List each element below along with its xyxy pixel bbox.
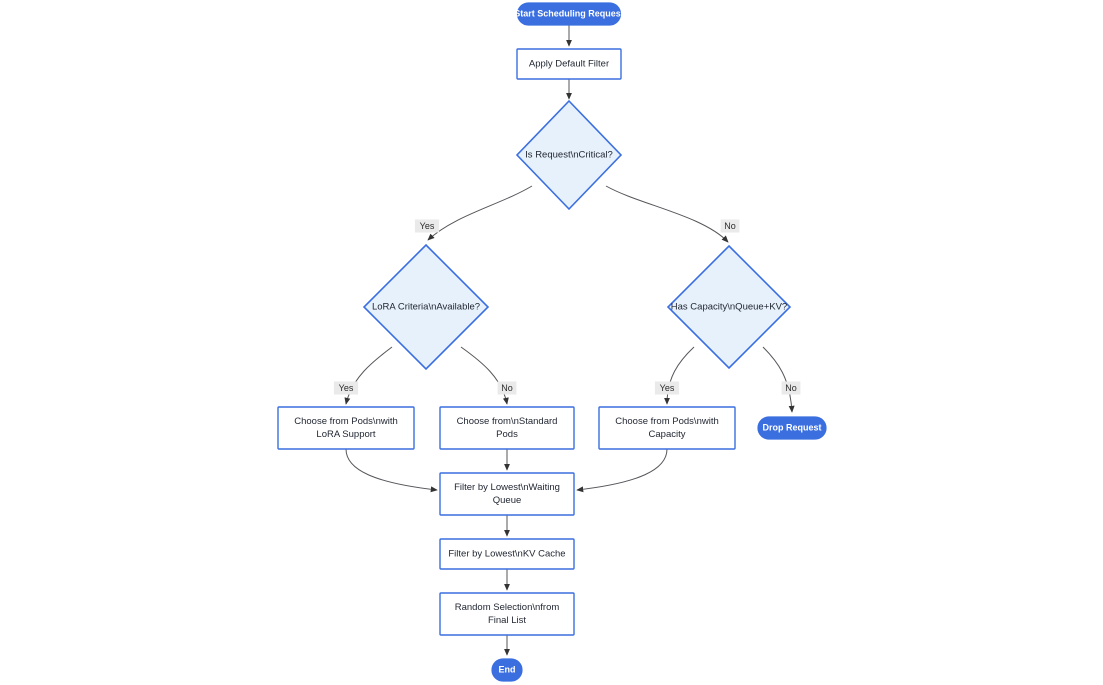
node-shape-rect[interactable] xyxy=(598,406,736,450)
edge-label-has_capacity-yes: Yes xyxy=(654,381,680,395)
node-shape-rect[interactable] xyxy=(516,48,622,80)
node-label-choose_standard_pods: Pods xyxy=(496,429,518,440)
edge-lora_criteria_available-to-choose_standard_pods xyxy=(460,346,509,405)
node-label-has_capacity: Has Capacity\nQueue+KV? xyxy=(671,302,787,313)
node-start[interactable]: Start Scheduling Request xyxy=(514,2,624,26)
node-label-choose_capacity_pods: Capacity xyxy=(649,429,686,440)
edge-label-background xyxy=(333,381,359,395)
node-drop_request[interactable]: Drop Request xyxy=(757,416,827,440)
node-label-lora_criteria_available: LoRA Criteria\nAvailable? xyxy=(372,302,480,313)
edge-label-text: Yes xyxy=(339,383,354,393)
node-lora_criteria_available[interactable]: LoRA Criteria\nAvailable? xyxy=(362,243,490,371)
node-shape-rect[interactable] xyxy=(439,592,575,636)
node-shape-diamond[interactable] xyxy=(666,244,792,370)
node-label-drop_request: Drop Request xyxy=(762,422,821,432)
edge-choose_lora_pods-to-filter_waiting_queue xyxy=(345,448,438,493)
node-apply_default_filter[interactable]: Apply Default Filter xyxy=(516,48,622,80)
node-filter_kv_cache[interactable]: Filter by Lowest\nKV Cache xyxy=(439,538,575,570)
edge-is_request_critical-to-has_capacity xyxy=(605,185,729,243)
edge-has_capacity-to-drop_request xyxy=(762,346,795,413)
node-label-filter_waiting_queue: Filter by Lowest\nWaiting xyxy=(454,482,560,493)
edge-label-is_request_critical-yes: Yes xyxy=(414,219,440,233)
node-shape-stadium[interactable] xyxy=(516,2,622,26)
node-shape-rect[interactable] xyxy=(439,538,575,570)
node-shape-diamond[interactable] xyxy=(362,243,490,371)
node-shape-diamond[interactable] xyxy=(515,99,623,211)
node-shape-rect[interactable] xyxy=(439,406,575,450)
node-label-choose_capacity_pods: Choose from Pods\nwith xyxy=(615,416,719,427)
edge-label-background xyxy=(781,381,801,395)
node-label-apply_default_filter: Apply Default Filter xyxy=(529,59,609,70)
edge-label-background xyxy=(497,381,517,395)
node-label-choose_standard_pods: Choose from\nStandard xyxy=(457,416,558,427)
node-has_capacity[interactable]: Has Capacity\nQueue+KV? xyxy=(666,244,792,370)
edge-is_request_critical-to-lora_criteria_available xyxy=(427,185,533,241)
node-shape-stadium[interactable] xyxy=(491,658,523,682)
node-label-choose_lora_pods: Choose from Pods\nwith xyxy=(294,416,398,427)
node-label-filter_waiting_queue: Queue xyxy=(493,495,522,506)
node-end[interactable]: End xyxy=(491,658,523,682)
edge-label-text: Yes xyxy=(660,383,675,393)
edge-label-text: Yes xyxy=(420,221,435,231)
node-label-is_request_critical: Is Request\nCritical? xyxy=(525,150,613,161)
node-shape-stadium[interactable] xyxy=(757,416,827,440)
node-label-end: End xyxy=(499,664,516,674)
edges-layer xyxy=(344,25,795,656)
node-label-choose_lora_pods: LoRA Support xyxy=(316,429,376,440)
edge-label-background xyxy=(414,219,440,233)
edge-label-background xyxy=(654,381,680,395)
node-label-start: Start Scheduling Request xyxy=(514,8,624,18)
node-label-random_selection: Random Selection\nfrom xyxy=(455,602,560,613)
edge-label-background xyxy=(720,219,740,233)
edge-label-text: No xyxy=(501,383,513,393)
edge-label-has_capacity-no: No xyxy=(781,381,801,395)
edge-label-text: No xyxy=(785,383,797,393)
edge-label-lora_criteria_available-no: No xyxy=(497,381,517,395)
edge-label-lora_criteria_available-yes: Yes xyxy=(333,381,359,395)
edge-lora_criteria_available-to-choose_lora_pods xyxy=(344,346,393,405)
node-label-random_selection: Final List xyxy=(488,615,526,626)
node-label-filter_kv_cache: Filter by Lowest\nKV Cache xyxy=(448,549,565,560)
edge-has_capacity-to-choose_capacity_pods xyxy=(664,346,695,405)
edge-label-is_request_critical-no: No xyxy=(720,219,740,233)
node-is_request_critical[interactable]: Is Request\nCritical? xyxy=(515,99,623,211)
node-shape-rect[interactable] xyxy=(277,406,415,450)
node-shape-rect[interactable] xyxy=(439,472,575,516)
edge-label-text: No xyxy=(724,221,736,231)
edge-choose_capacity_pods-to-filter_waiting_queue xyxy=(576,448,668,493)
